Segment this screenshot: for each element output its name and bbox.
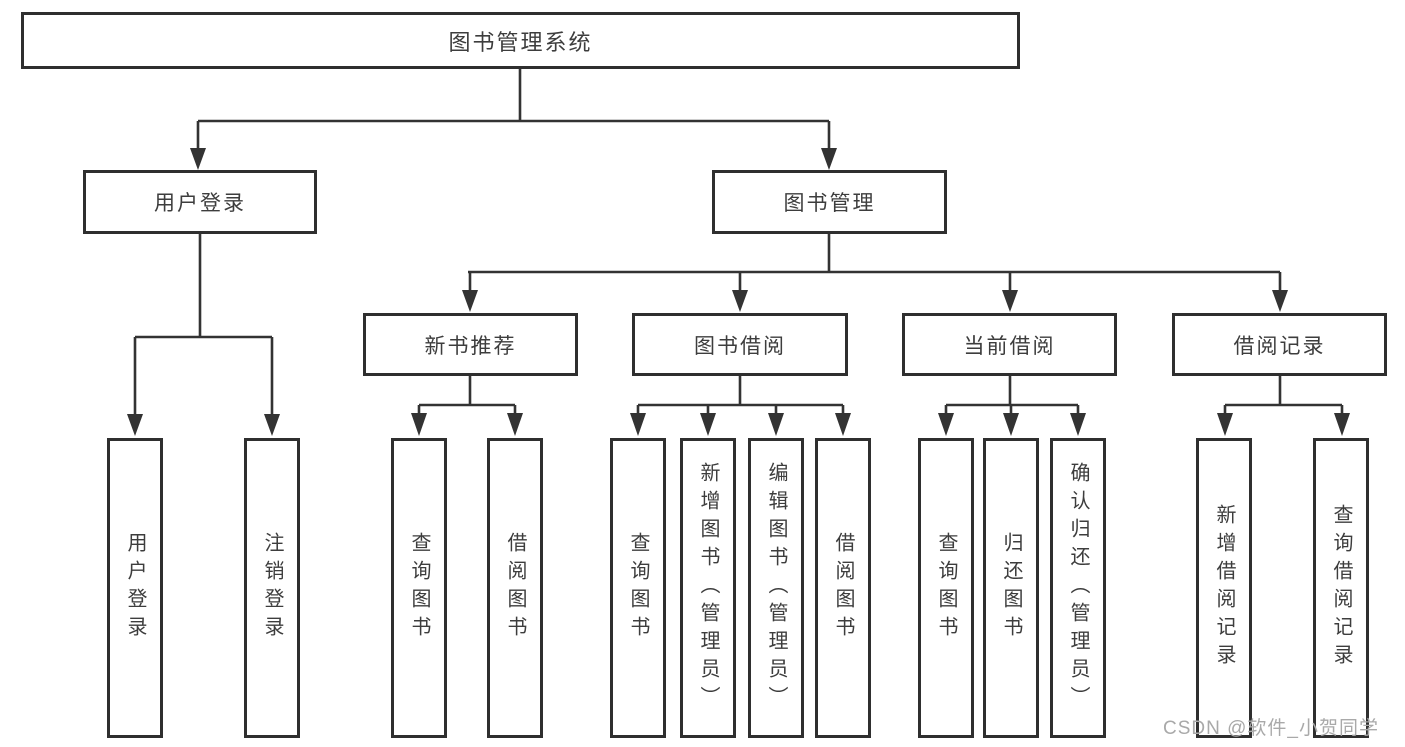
- leaf-confirm-return-admin: 确认归还（管理员）: [1050, 438, 1106, 738]
- connector-new-books: [411, 376, 523, 436]
- leaf-user-login: 用户登录: [107, 438, 163, 738]
- leaf-query-books-borrow-label: 查询图书: [627, 532, 649, 644]
- leaf-borrow-books-recommend: 借阅图书: [487, 438, 543, 738]
- node-current-borrowing: 当前借阅: [902, 313, 1117, 376]
- connector-current-borrow: [938, 376, 1086, 436]
- connector-book-borrow: [630, 376, 851, 436]
- leaf-return-books: 归还图书: [983, 438, 1039, 738]
- leaf-borrow-books-label: 借阅图书: [832, 532, 854, 644]
- leaf-edit-books-admin: 编辑图书（管理员）: [748, 438, 804, 738]
- leaf-add-borrow-record: 新增借阅记录: [1196, 438, 1252, 738]
- leaf-return-books-label: 归还图书: [1000, 532, 1022, 644]
- connector-borrow-records: [1217, 376, 1350, 436]
- leaf-add-borrow-record-label: 新增借阅记录: [1213, 504, 1235, 672]
- leaf-query-books-recommend: 查询图书: [391, 438, 447, 738]
- node-system-root: 图书管理系统: [21, 12, 1020, 69]
- connector-user-branch: [127, 234, 280, 436]
- csdn-watermark: CSDN @软件_小贺同学: [1163, 718, 1379, 739]
- leaf-edit-books-admin-label: 编辑图书（管理员）: [765, 462, 787, 714]
- leaf-query-borrow-record-label: 查询借阅记录: [1330, 504, 1352, 672]
- leaf-confirm-return-admin-label: 确认归还（管理员）: [1067, 462, 1089, 714]
- leaf-logout-label: 注销登录: [261, 532, 283, 644]
- leaf-borrow-books: 借阅图书: [815, 438, 871, 738]
- connector-root-to-level1: [190, 69, 837, 170]
- leaf-query-books-recommend-label: 查询图书: [408, 532, 430, 644]
- leaf-user-login-label: 用户登录: [124, 532, 146, 644]
- leaf-query-books-current: 查询图书: [918, 438, 974, 738]
- leaf-add-books-admin-label: 新增图书（管理员）: [697, 462, 719, 714]
- leaf-query-books-current-label: 查询图书: [935, 532, 957, 644]
- node-borrowing-records: 借阅记录: [1172, 313, 1387, 376]
- node-book-management-branch: 图书管理: [712, 170, 947, 234]
- connector-book-branch: [462, 234, 1288, 312]
- node-user-login-branch: 用户登录: [83, 170, 317, 234]
- leaf-logout: 注销登录: [244, 438, 300, 738]
- leaf-borrow-books-recommend-label: 借阅图书: [504, 532, 526, 644]
- leaf-query-books-borrow: 查询图书: [610, 438, 666, 738]
- node-book-borrowing: 图书借阅: [632, 313, 848, 376]
- leaf-add-books-admin: 新增图书（管理员）: [680, 438, 736, 738]
- node-new-book-recommend: 新书推荐: [363, 313, 578, 376]
- leaf-query-borrow-record: 查询借阅记录: [1313, 438, 1369, 738]
